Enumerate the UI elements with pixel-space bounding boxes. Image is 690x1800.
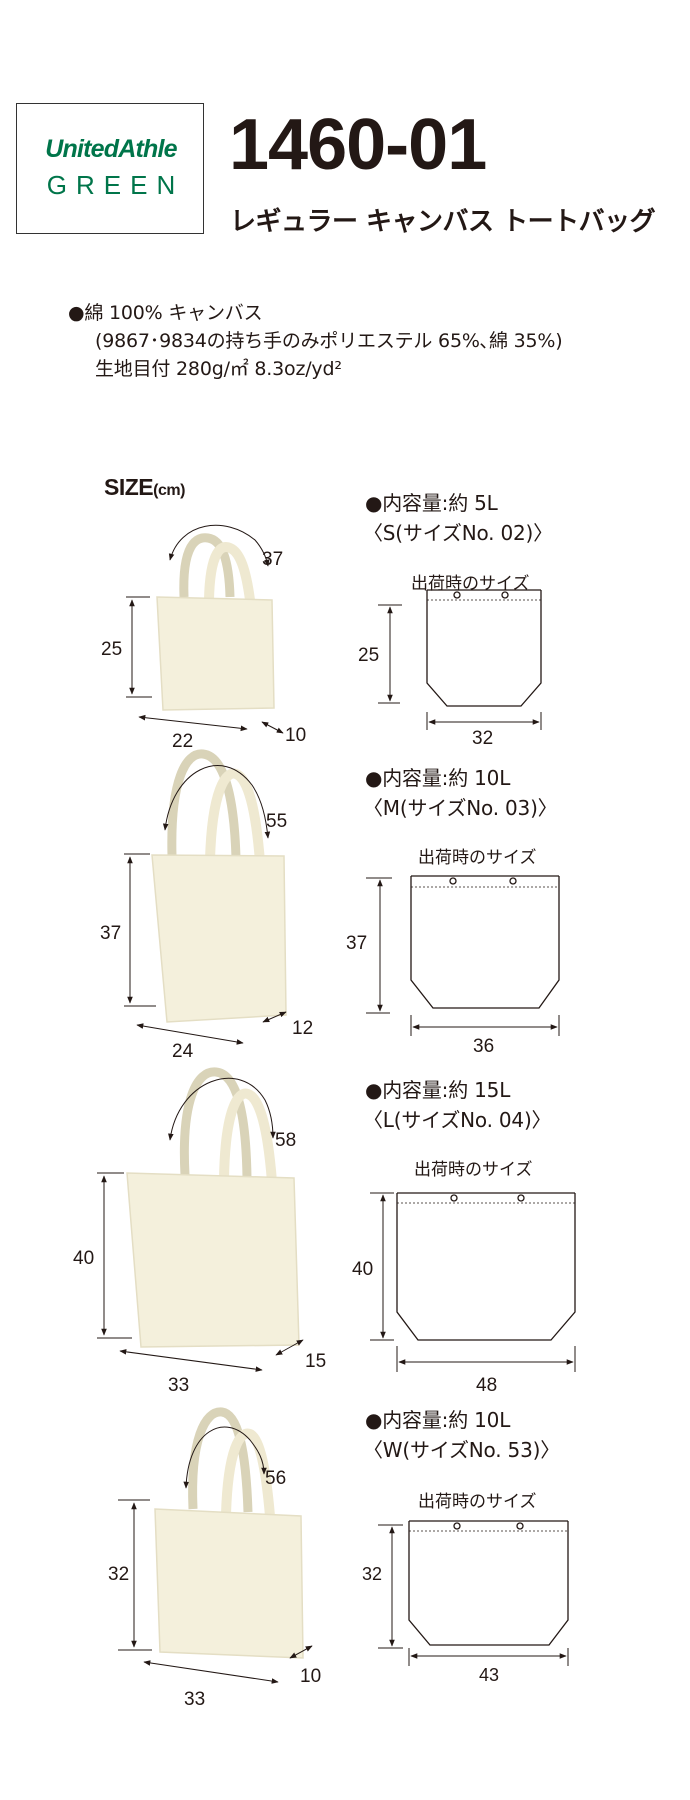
- brand-logo: UnitedAthle GREEN: [16, 103, 204, 234]
- spec-weight: 生地目付 280g/㎡ 8.3oz/yd²: [95, 358, 342, 380]
- tote-handle-back: [167, 749, 241, 859]
- capacity-w: ●内容量:約 10L: [365, 1408, 511, 1432]
- spec-material: ●綿 100% キャンバス: [68, 302, 263, 324]
- tote-handle-front: [205, 768, 265, 863]
- product-name: レギュラー キャンバス トートバッグ: [230, 207, 656, 237]
- dim-handle-m: 55: [266, 811, 287, 832]
- dim-depth-w: 10: [300, 1666, 321, 1687]
- size-name-w: 〈W(サイズNo. 53)〉: [363, 1438, 560, 1462]
- tote-illustration-m: [151, 749, 287, 1023]
- tote-handle-front: [204, 542, 255, 601]
- ship-label-s: 出荷時のサイズ: [411, 574, 530, 594]
- dim-height-m: 37: [100, 923, 121, 944]
- dim-depth-l: 15: [305, 1351, 326, 1372]
- spec-handle-note: (9867･9834の持ち手のみポリエステル 65%､綿 35%): [95, 330, 563, 352]
- ship-diagram-m: [366, 875, 560, 1036]
- dim-width-l: 33: [168, 1375, 189, 1396]
- tote-body: [151, 854, 287, 1023]
- dim-width-m: 24: [172, 1041, 194, 1062]
- ship-width-m: 36: [473, 1036, 494, 1057]
- size-name-s: 〈S(サイズNo. 02)〉: [363, 521, 553, 545]
- size-name-l: 〈L(サイズNo. 04)〉: [363, 1108, 552, 1132]
- dim-width-s: 22: [172, 731, 193, 752]
- ship-height-l: 40: [352, 1259, 373, 1280]
- size-name-m: 〈M(サイズNo. 03)〉: [363, 796, 558, 820]
- brand-logo-subtitle: GREEN: [46, 170, 185, 200]
- ship-width-l: 48: [476, 1375, 497, 1396]
- brand-logo-wordmark: UnitedAthle: [45, 135, 177, 163]
- ship-width-s: 32: [472, 728, 493, 749]
- ship-diagram-w: [378, 1520, 569, 1666]
- tote-handle-back: [188, 1407, 253, 1513]
- product-code: 1460-01: [229, 105, 487, 185]
- dim-handle-w: 56: [265, 1468, 286, 1489]
- tote-body: [126, 1172, 300, 1348]
- ship-height-w: 32: [362, 1564, 382, 1584]
- tote-body: [154, 1508, 304, 1659]
- tote-illustration-w: [154, 1407, 304, 1659]
- size-heading-label: SIZE: [104, 474, 154, 500]
- tote-body: [156, 596, 275, 711]
- ship-diagram-l: [370, 1192, 576, 1372]
- dimensions-m: [124, 765, 287, 1045]
- tote-handle-back: [179, 1067, 252, 1179]
- tote-illustration-l: [126, 1067, 300, 1348]
- ship-height-m: 37: [346, 933, 367, 954]
- dim-height-w: 32: [108, 1564, 129, 1585]
- dim-depth-m: 12: [292, 1018, 313, 1039]
- ship-label-m: 出荷時のサイズ: [418, 848, 537, 868]
- dimensions-l: [97, 1077, 304, 1372]
- ship-height-s: 25: [358, 645, 379, 666]
- size-heading: SIZE(cm): [104, 474, 185, 501]
- dimensions-w: [118, 1426, 313, 1684]
- ship-label-l: 出荷時のサイズ: [414, 1160, 533, 1180]
- dimensions-s: [126, 524, 284, 734]
- capacity-s: ●内容量:約 5L: [365, 491, 498, 515]
- capacity-l: ●内容量:約 15L: [365, 1078, 511, 1102]
- size-heading-unit: (cm): [153, 482, 185, 499]
- ship-width-w: 43: [479, 1665, 499, 1685]
- capacity-m: ●内容量:約 10L: [365, 766, 511, 790]
- dim-handle-s: 37: [262, 549, 283, 570]
- dim-width-w: 33: [184, 1689, 205, 1710]
- tote-illustration-s: [156, 533, 275, 711]
- dim-height-s: 25: [101, 639, 122, 660]
- ship-label-w: 出荷時のサイズ: [418, 1492, 537, 1512]
- ship-diagram-s: [378, 589, 542, 730]
- dim-height-l: 40: [73, 1248, 94, 1269]
- dim-handle-l: 58: [275, 1130, 296, 1151]
- dim-depth-s: 10: [285, 725, 306, 746]
